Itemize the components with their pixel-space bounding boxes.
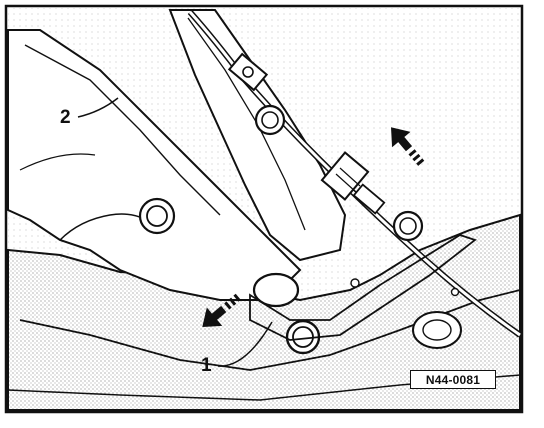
- bushing-right: [412, 311, 462, 349]
- leader-line-1: [217, 321, 273, 367]
- arrow-upper-right: [391, 127, 425, 166]
- figure-code: N44-0081: [410, 370, 496, 389]
- bolt-right: [392, 210, 424, 242]
- callout-2: 2: [60, 107, 71, 128]
- arrow-lower-left: [202, 293, 241, 327]
- bolt-left: [138, 197, 176, 235]
- bushing-center: [252, 272, 300, 308]
- bolt-upper: [254, 104, 286, 136]
- mounting-plate: [249, 234, 477, 341]
- cable-connector: [320, 151, 386, 215]
- callout-1: 1: [201, 355, 212, 376]
- cable-clip-upper: [227, 52, 269, 92]
- leader-line-2: [77, 97, 119, 118]
